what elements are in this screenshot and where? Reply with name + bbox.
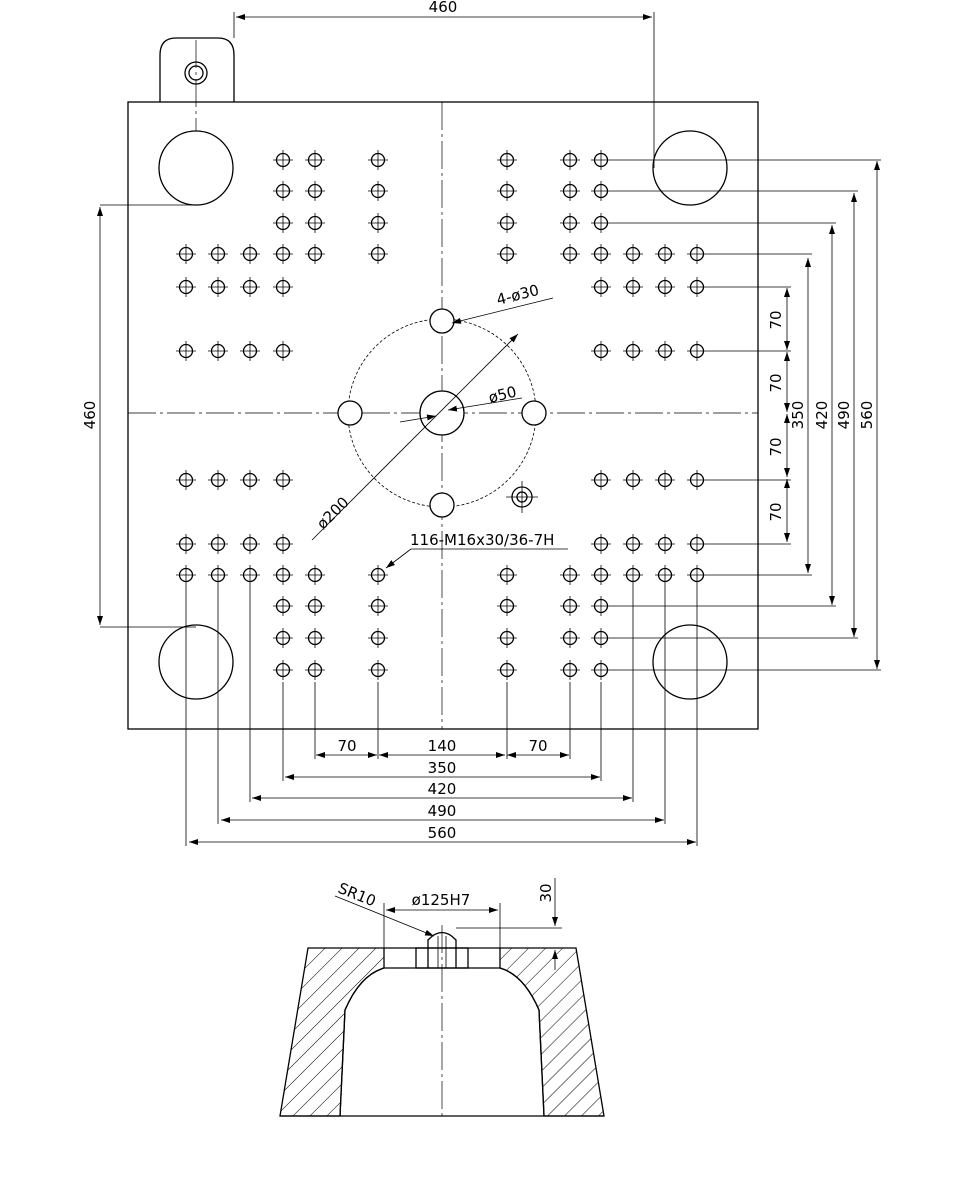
- pcd-group: [337, 308, 547, 518]
- dim-bottom-70-left: 70: [337, 737, 356, 755]
- pcd-hole-left: [337, 400, 363, 426]
- label-center-hole: ø50: [487, 383, 519, 407]
- dim-bottom-70-right: 70: [528, 737, 547, 755]
- tie-bar-hole-tr: [652, 130, 728, 206]
- dim-bottom-420: 420: [428, 780, 457, 798]
- pcd-hole-bottom: [429, 492, 455, 518]
- dim-bottom-350: 350: [428, 759, 457, 777]
- dimensions: 460 460 70 70 70 70 350 420 490 560 70 1…: [81, 0, 881, 846]
- dim-bottom-490: 490: [428, 802, 457, 820]
- label-depth: 30: [537, 883, 555, 902]
- dim-right-70-b: 70: [767, 373, 785, 392]
- center-hole: [419, 390, 465, 436]
- label-thread: 116-M16x30/36-7H: [410, 531, 554, 549]
- tie-bar-hole-tl: [158, 130, 234, 206]
- dim-bottom-560: 560: [428, 824, 457, 842]
- label-pcd: ø200: [313, 493, 352, 532]
- dim-left-460: 460: [81, 401, 99, 430]
- dim-right-490: 490: [835, 401, 853, 430]
- section-view: ø125H7 SR10 30: [279, 878, 605, 1117]
- tie-bar-hole-br: [652, 624, 728, 700]
- section-wall-right: [499, 947, 605, 1117]
- dim-right-350: 350: [789, 401, 807, 430]
- dim-right-70-c: 70: [767, 437, 785, 456]
- dim-right-70-d: 70: [767, 502, 785, 521]
- dim-bottom-140: 140: [428, 737, 457, 755]
- dim-right-420: 420: [813, 401, 831, 430]
- tie-bar-holes: [158, 130, 728, 700]
- threaded-holes: [176, 150, 707, 680]
- pcd-hole-top: [429, 308, 455, 334]
- label-bore: ø125H7: [412, 891, 471, 909]
- tie-bar-hole-bl: [158, 624, 234, 700]
- label-4-holes: 4-ø30: [495, 281, 541, 309]
- pcd-hole-right: [521, 400, 547, 426]
- dim-right-560: 560: [858, 401, 876, 430]
- section-wall-left: [279, 947, 385, 1117]
- label-sr10: SR10: [336, 879, 379, 910]
- dim-right-70-a: 70: [767, 310, 785, 329]
- dim-top-460: 460: [429, 0, 458, 16]
